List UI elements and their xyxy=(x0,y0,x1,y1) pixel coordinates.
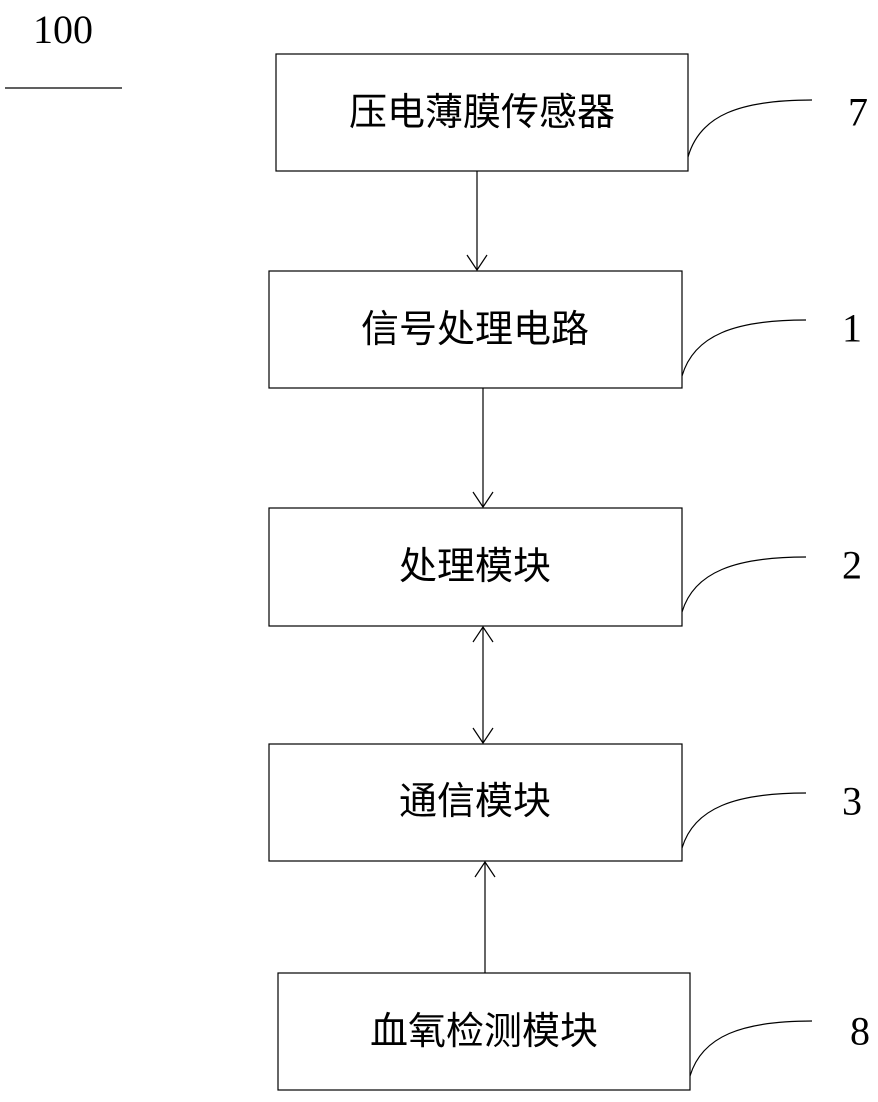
processing-module-leader-line xyxy=(682,557,806,612)
communication-module-block: 通信模块 3 xyxy=(269,744,862,861)
figure-number: 100 xyxy=(33,7,93,52)
sensor-block: 压电薄膜传感器 7 xyxy=(276,54,868,171)
connector-processing-communication xyxy=(473,627,493,743)
spo2-module-block: 血氧检测模块 8 xyxy=(278,973,870,1090)
signal-circuit-block: 信号处理电路 1 xyxy=(269,271,862,388)
communication-module-leader-line xyxy=(682,793,806,848)
processing-module-block: 处理模块 2 xyxy=(269,508,862,626)
communication-module-ref-number: 3 xyxy=(842,779,862,824)
spo2-module-ref-number: 8 xyxy=(850,1009,870,1054)
connector-sensor-to-signal xyxy=(467,171,487,270)
signal-circuit-leader-line xyxy=(682,320,806,376)
communication-module-label: 通信模块 xyxy=(399,779,551,823)
processing-module-label: 处理模块 xyxy=(399,544,551,588)
sensor-ref-number: 7 xyxy=(848,90,868,135)
sensor-label: 压电薄膜传感器 xyxy=(349,90,615,134)
connector-signal-to-processing xyxy=(473,388,493,507)
connector-spo2-to-communication xyxy=(475,862,495,973)
sensor-leader-line xyxy=(688,100,812,157)
signal-circuit-label: 信号处理电路 xyxy=(361,307,589,351)
signal-circuit-ref-number: 1 xyxy=(842,306,862,351)
spo2-module-leader-line xyxy=(690,1021,812,1076)
processing-module-ref-number: 2 xyxy=(842,543,862,588)
spo2-module-label: 血氧检测模块 xyxy=(370,1009,598,1053)
